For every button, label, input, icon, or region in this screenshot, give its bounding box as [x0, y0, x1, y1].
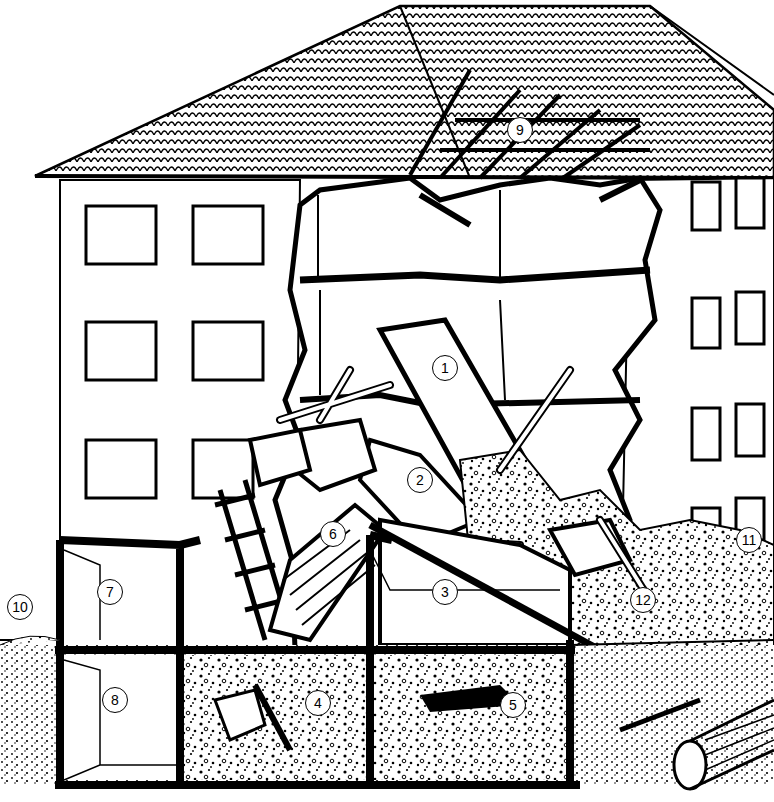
diagonal-beam	[370, 525, 600, 650]
pipe-body	[690, 700, 774, 789]
window	[692, 298, 720, 348]
roof-rafters	[410, 70, 650, 180]
window	[193, 440, 253, 498]
callout-number: 7	[97, 579, 123, 605]
basement-debris	[215, 690, 265, 740]
basement-beam	[255, 685, 290, 750]
callout-number: 10	[7, 594, 33, 620]
room-perspective	[64, 550, 560, 780]
callout-number: 3	[432, 579, 458, 605]
roof-tiles	[35, 6, 774, 178]
callout-number: 9	[507, 117, 533, 143]
collapse-opening	[215, 178, 774, 650]
broken-rafter	[420, 180, 640, 225]
window	[86, 440, 156, 498]
window	[692, 182, 720, 230]
pipe-hatch	[705, 715, 774, 770]
windows	[692, 178, 764, 548]
callout-number: 11	[736, 527, 762, 553]
callout-number: 8	[102, 687, 128, 713]
window	[193, 206, 263, 264]
callout-number: 2	[407, 467, 433, 493]
basement-rubble	[182, 655, 567, 780]
pipe-end	[674, 741, 706, 789]
callout-number: 4	[305, 690, 331, 716]
window	[193, 322, 263, 380]
basement-room	[64, 655, 180, 780]
ground-surface	[0, 640, 774, 645]
ground	[0, 645, 774, 785]
pipe	[674, 700, 774, 789]
callout-number: 12	[630, 587, 656, 613]
windows	[86, 206, 263, 498]
window	[86, 322, 156, 380]
window	[736, 178, 764, 228]
roof	[35, 6, 774, 180]
floor-slab	[300, 270, 650, 280]
structure-frame	[55, 535, 580, 785]
callout-number: 1	[432, 355, 458, 381]
rubble-left	[0, 636, 60, 645]
callout-number: 5	[500, 692, 526, 718]
ground-floor-and-basement	[0, 535, 774, 789]
callout-number: 6	[320, 521, 346, 547]
debris-block	[250, 430, 310, 485]
window	[692, 408, 720, 460]
window	[736, 292, 764, 344]
fallen-pole	[620, 700, 700, 730]
window	[86, 206, 156, 264]
window	[736, 404, 764, 456]
